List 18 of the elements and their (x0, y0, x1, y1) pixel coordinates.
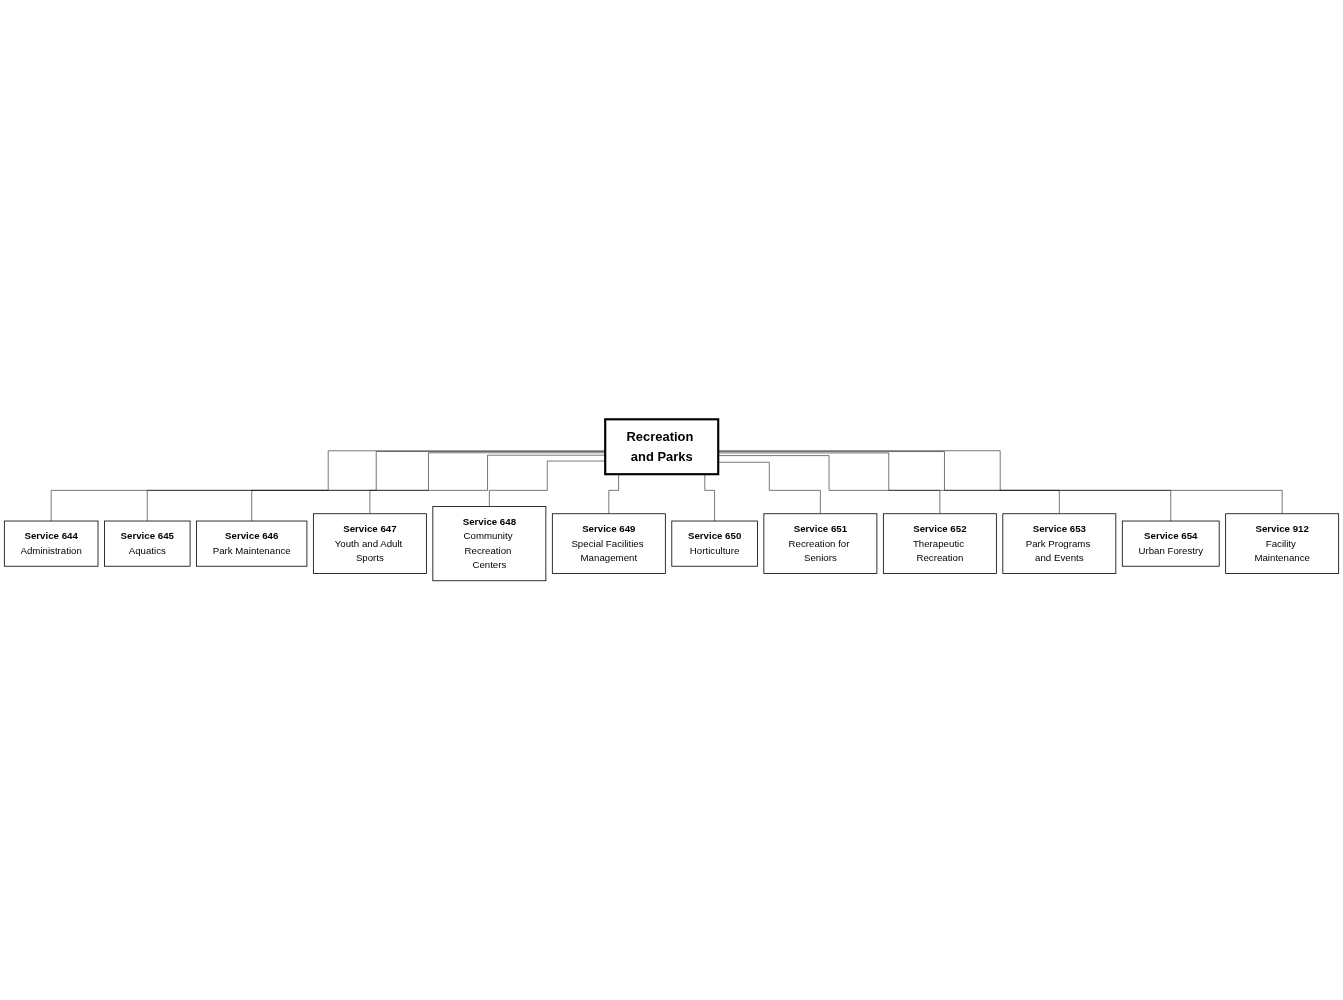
connector (251, 452, 606, 522)
connector (489, 460, 606, 507)
node-box: Recreation and Parks (604, 418, 720, 476)
node-box: Service 646 Park Maintenance (196, 520, 308, 567)
node-box: Service 651 Recreation for Seniors (763, 513, 878, 574)
node-box: Service 654 Urban Forestry (1121, 520, 1220, 567)
node-box: Service 649 Special Facilities Management (551, 513, 666, 574)
node-box: Service 653 Park Programs and Events (1002, 513, 1117, 574)
node-box: Service 652 Therapeutic Recreation (882, 513, 997, 574)
node-box: Service 644 Administration (3, 520, 99, 567)
node-box: Service 648 Community Recreation Centers (432, 506, 547, 582)
node-box: Service 647 Youth and Adult Sports (312, 513, 427, 574)
node-box: Service 650 Horticulture (671, 520, 758, 567)
connector (369, 454, 606, 514)
connector (50, 450, 606, 522)
node-box: Service 645 Aquatics (104, 520, 191, 567)
node-box: Service 912 Facility Maintenance (1225, 513, 1340, 574)
connector (147, 451, 606, 522)
